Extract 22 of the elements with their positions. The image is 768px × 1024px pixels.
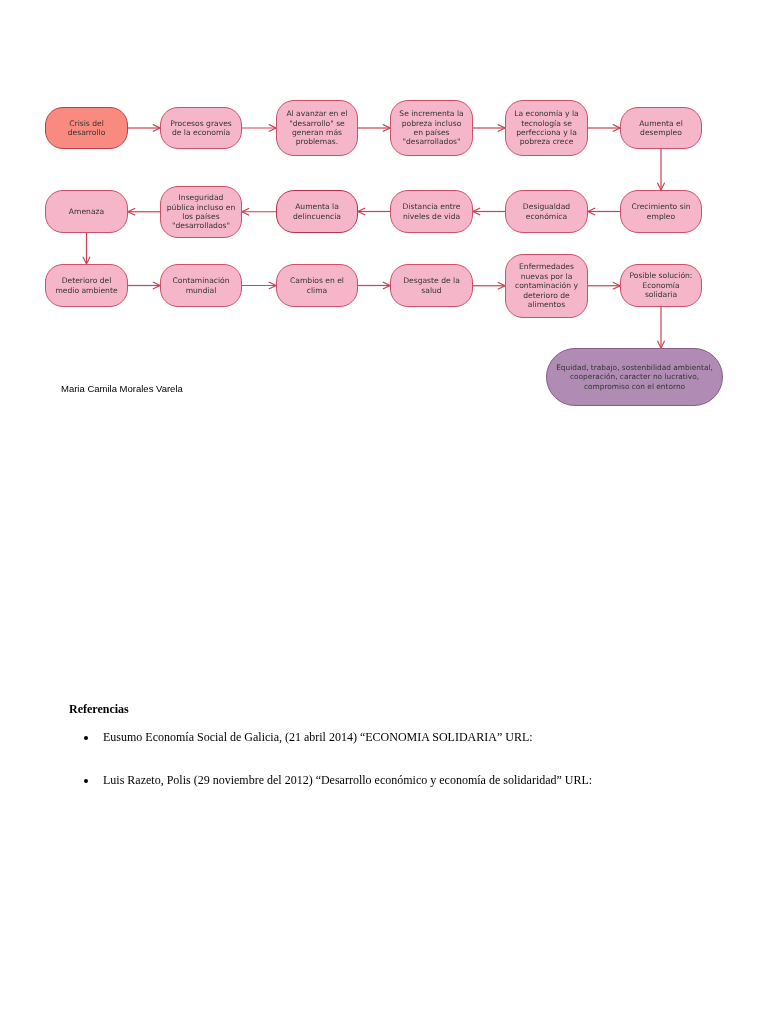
arrow [357,281,391,290]
arrow [357,207,391,216]
arrow [587,207,621,216]
arrow [127,123,161,133]
arrow [587,281,621,290]
arrow [472,207,506,216]
arrow [472,123,506,133]
arrow [127,281,161,290]
arrow [241,207,277,216]
reference-text: Eusumo Economía Social de Galicia, (21 abril 2014) “ECONOMIA SOLIDARIA” URL: [103,730,533,745]
author-name: Maria Camila Morales Varela [61,383,183,394]
arrow [656,148,666,191]
section-heading: Referencias [69,702,129,717]
reference-text: Luis Razeto, Polis (29 noviembre del 2012) “Desarrollo económico y economía de solidaridad” URL: [103,773,593,788]
arrow [587,123,621,133]
arrow [357,123,391,133]
arrow [241,281,277,290]
arrow [127,207,161,216]
arrow [472,281,506,290]
arrow [656,306,666,349]
arrow [82,232,91,265]
arrow [241,123,277,133]
